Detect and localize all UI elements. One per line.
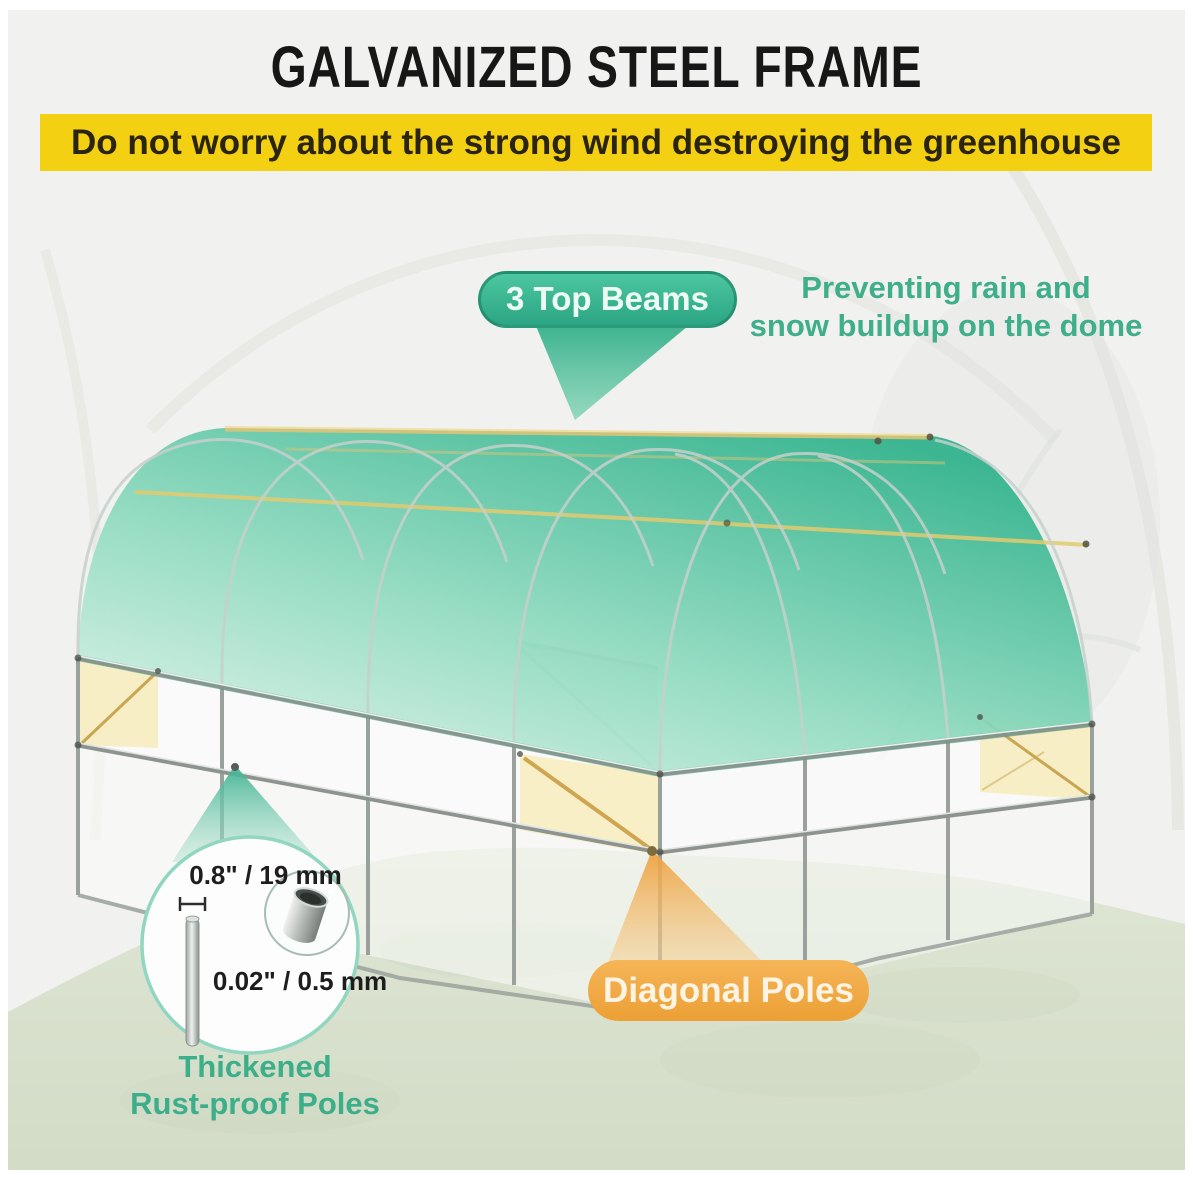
pole-caption-line2: Rust-proof Poles bbox=[130, 1086, 380, 1121]
top-beams-description-line1: Preventing rain and bbox=[801, 270, 1091, 305]
diagonal-poles-funnel bbox=[608, 850, 764, 963]
pole-diameter-label: 0.8" / 19 mm bbox=[189, 860, 342, 890]
pole-thickness-label: 0.02" / 0.5 mm bbox=[212, 966, 388, 996]
top-beams-badge: 3 Top Beams bbox=[478, 271, 737, 328]
pointer-funnels bbox=[172, 326, 764, 963]
diameter-bracket-icon bbox=[178, 897, 207, 911]
top-beams-funnel bbox=[536, 326, 688, 420]
diagonal-funnel-anchor bbox=[647, 846, 657, 856]
pole-graphic bbox=[185, 915, 200, 1047]
poles-funnel-anchor bbox=[231, 763, 239, 771]
subtitle-banner: Do not worry about the strong wind destr… bbox=[40, 114, 1152, 171]
greenhouse-cover bbox=[78, 428, 1092, 774]
top-beams-description: Preventing rain and snow buildup on the … bbox=[742, 269, 1150, 345]
pole-detail-callout bbox=[140, 835, 360, 1055]
frame-joints bbox=[74, 654, 1096, 856]
tube-cross-section-icon bbox=[264, 870, 350, 956]
poles-funnel bbox=[172, 765, 316, 862]
pole-caption-line1: Thickened bbox=[178, 1049, 332, 1084]
door-panel-middle bbox=[520, 754, 658, 855]
page-title: GALVANIZED STEEL FRAME bbox=[270, 35, 923, 100]
frame-hoops bbox=[76, 437, 1094, 775]
diagonal-poles-badge: Diagonal Poles bbox=[588, 960, 869, 1021]
pole-caption: Thickened Rust-proof Poles bbox=[105, 1048, 405, 1122]
corner-panel-left bbox=[80, 656, 158, 748]
top-beams-description-line2: snow buildup on the dome bbox=[749, 308, 1143, 343]
